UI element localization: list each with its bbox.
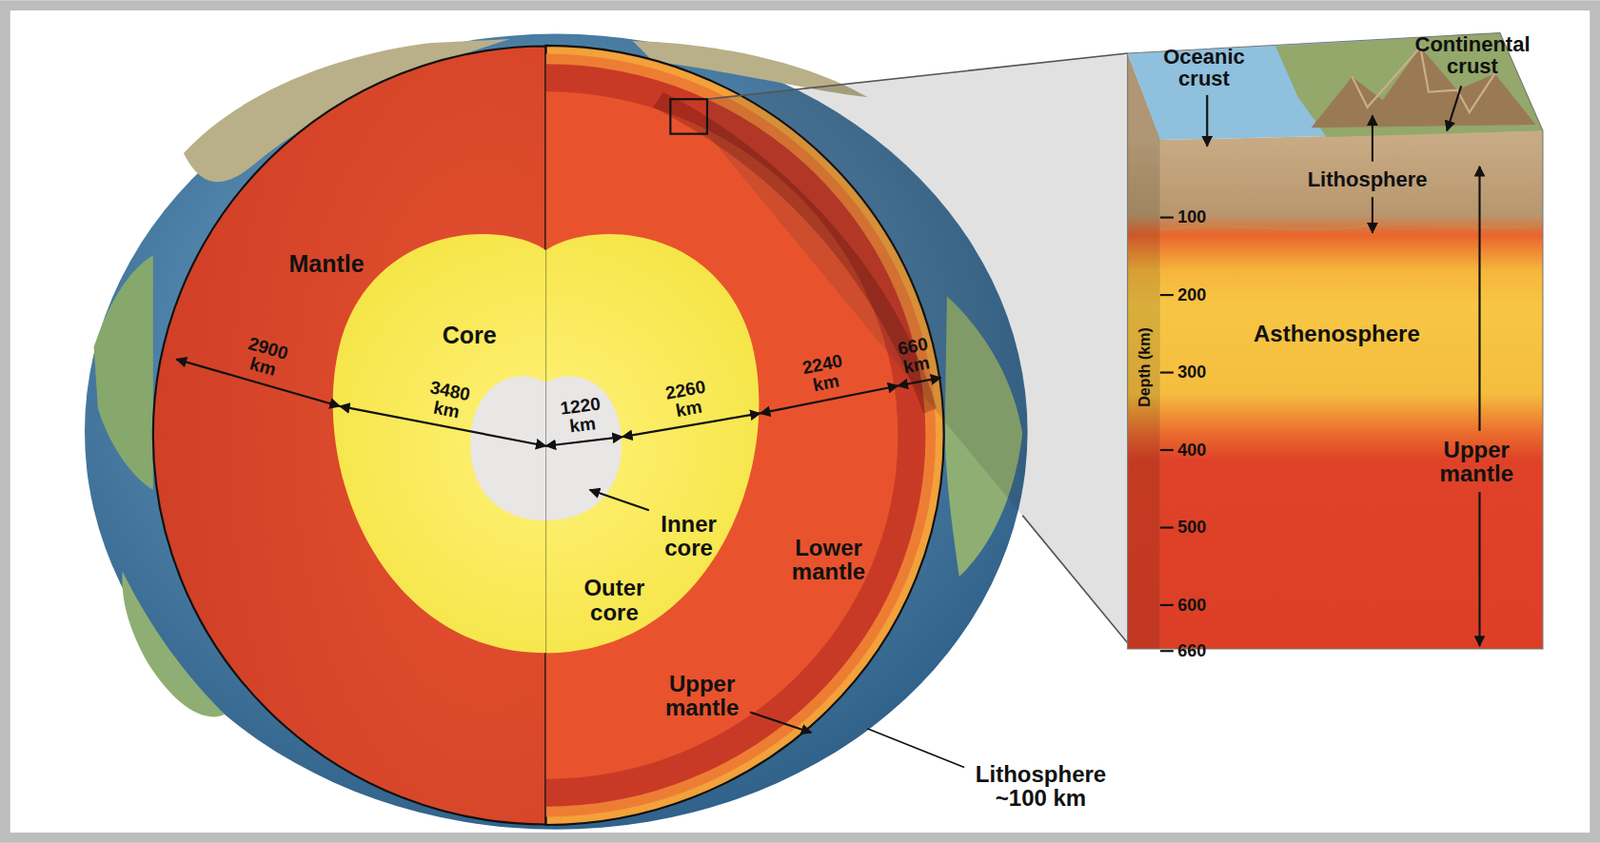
depth-tick-label: 660 [1177,642,1206,661]
leader-arrow [1205,95,1208,147]
thickness-arrow [1371,115,1374,161]
tick [1160,526,1174,529]
leader-line [867,729,965,769]
dimension-label: 1220 km [559,395,605,438]
tick [1160,294,1174,297]
zoom-line [1022,515,1127,644]
ocean-surface [1127,33,1543,141]
inset-label: Asthenosphere [1253,321,1421,346]
thickness-arrow [1478,492,1481,647]
inset-arrows [1206,85,1480,647]
depth-ticks [1160,217,1174,652]
block-side [1127,53,1161,650]
leader-arrow [750,712,811,733]
land [94,255,154,491]
inset-label: Oceanic crust [1163,45,1245,90]
depth-tick-label: 600 [1177,595,1206,614]
tick [1160,604,1174,607]
zoom-wedge [707,53,1128,644]
tick [1160,371,1174,374]
thickness-arrow [1478,166,1481,432]
dimension-label: 2240 km [801,352,849,397]
thickness-arrow [1371,197,1374,234]
frame-ground [10,10,1591,833]
tick [1160,217,1174,219]
dimension-label: 2900 km [240,334,291,382]
mountains [1311,47,1537,129]
block-side-shade [1127,53,1161,650]
depth-tick-label: 400 [1177,440,1206,459]
dimension-arrow [546,436,623,447]
lithosphere-boundary [1160,223,1543,230]
inset-label: Lithosphere [1307,168,1428,191]
land-surface [1275,33,1543,138]
dimension-label: 3480 km [424,378,472,424]
inset-label: Continental crust [1415,33,1531,78]
cut-line [545,45,547,825]
layer-label: Mantle [289,250,365,276]
leader-arrow [1446,85,1462,131]
inset-label: Upper mantle [1440,436,1514,485]
axis-title: Depth (km) [1136,327,1153,408]
layer-label: Upper mantle [665,671,739,720]
zoom-square [670,98,708,134]
layer-label: Lower mantle [791,534,866,583]
depth-tick-label: 200 [1177,285,1206,304]
tick [1160,449,1174,452]
block-outline [1127,33,1543,651]
layer-label: Lithosphere ~100 km [965,761,1118,810]
layer-label: Inner core [660,512,717,560]
tick [1160,650,1174,652]
depth-tick-label: 500 [1177,518,1206,537]
dimension-label: 2260 km [663,377,711,423]
layer-label: Outer core [583,575,645,624]
block-front [1160,130,1543,650]
depth-tick-label: 100 [1177,208,1206,227]
depth-tick-label: 300 [1177,363,1206,382]
dimension-label: 660 km [895,335,933,378]
layer-label: Core [442,321,497,347]
dimension-arrow [897,377,941,387]
leader-arrow [590,490,650,511]
zoom-line [707,53,1128,99]
